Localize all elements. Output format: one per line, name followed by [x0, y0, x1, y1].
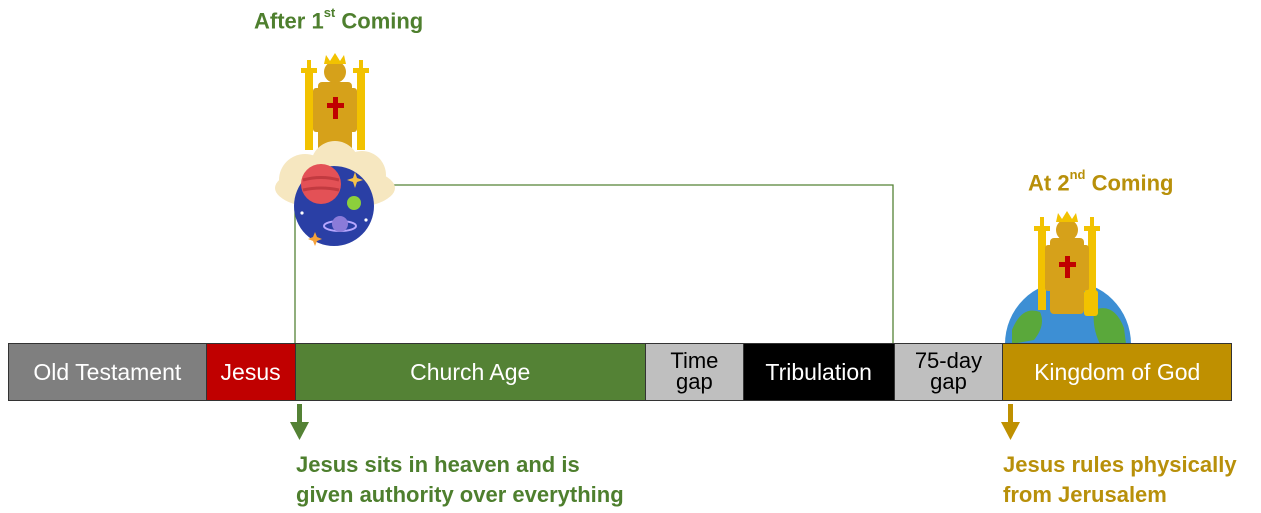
segment-tribulation: Tribulation	[743, 344, 895, 400]
earth-rule-note: Jesus rules physically from Jerusalem	[1003, 450, 1258, 510]
heaven-note-line-1: Jesus sits in heaven and is	[296, 452, 580, 477]
segment-church-age: Church Age	[295, 344, 646, 400]
timeline-bar: Old Testament Jesus Church Age Time gap …	[8, 343, 1232, 401]
segment-kingdom-of-god: Kingdom of God	[1003, 344, 1231, 400]
planets-cosmos-icon	[275, 141, 395, 246]
segment-time-gap: Time gap	[645, 344, 744, 400]
heaven-authority-note: Jesus sits in heaven and is given author…	[296, 450, 696, 510]
king-on-throne-earth-icon	[1034, 211, 1100, 316]
down-arrow-green-icon	[290, 404, 309, 440]
heaven-note-line-2: given authority over everything	[296, 482, 624, 507]
down-arrow-gold-icon	[1001, 404, 1020, 440]
earth-note-line-2: from Jerusalem	[1003, 482, 1167, 507]
earth-note-line-1: Jesus rules physically	[1003, 452, 1237, 477]
at-second-coming-title: At 2nd Coming	[1028, 167, 1174, 196]
king-on-throne-heaven-icon	[301, 53, 369, 152]
after-first-coming-title: After 1st Coming	[254, 5, 424, 34]
church-age-bracket-line	[294, 184, 894, 344]
segment-old-testament: Old Testament	[9, 344, 207, 400]
segment-75-day-gap: 75-day gap	[894, 344, 1004, 400]
segment-jesus: Jesus	[206, 344, 296, 400]
